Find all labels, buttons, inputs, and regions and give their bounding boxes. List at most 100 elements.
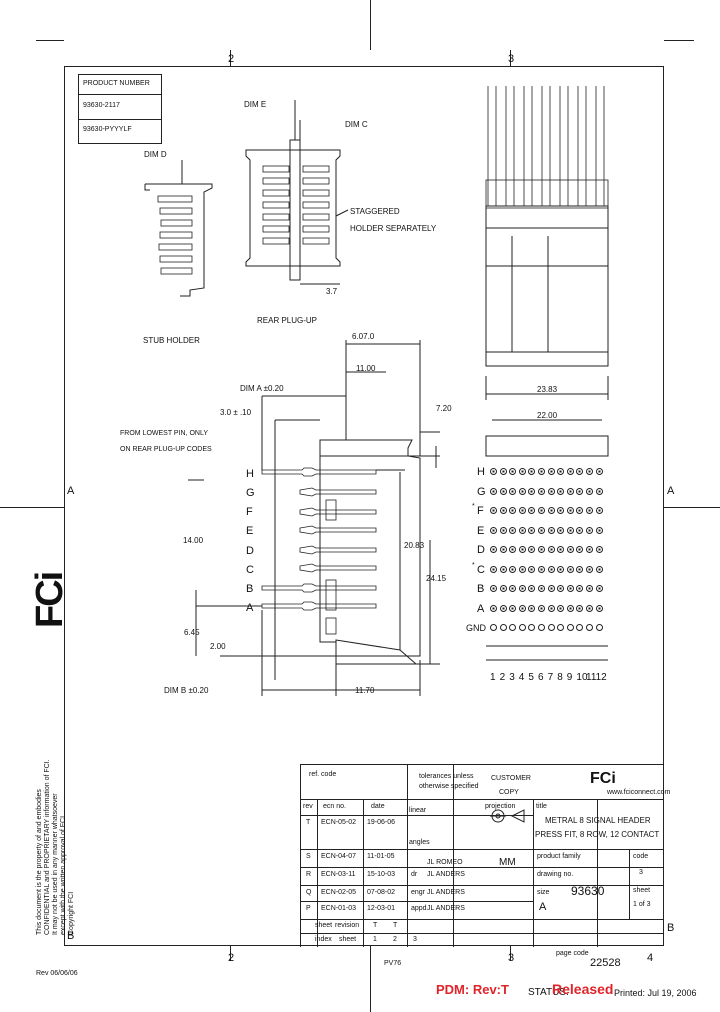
title-line-2: PRESS FIT, 8 ROW, 12 CONTACT	[535, 830, 660, 839]
side-row-letter: H	[246, 468, 254, 480]
side-row-letter: C	[246, 564, 254, 576]
sheet-row-label: sheet	[315, 922, 333, 929]
pin-hole	[557, 604, 565, 612]
date-4: 07-08-02	[367, 889, 396, 896]
pin-hole	[499, 468, 507, 475]
product-number-box: PRODUCT NUMBER 93630-2117 93630-PYYYLF	[78, 74, 162, 144]
copy-label: COPY	[499, 789, 519, 796]
front-row-label: H	[477, 466, 485, 478]
ecn-3: ECN-03-11	[321, 871, 356, 878]
pin-hole	[490, 487, 497, 495]
pin-hole	[509, 585, 517, 592]
pin-hole	[576, 526, 584, 534]
pin-hole	[499, 487, 507, 495]
front-col-label: 6	[538, 672, 544, 683]
pin-hole	[509, 565, 517, 573]
front-col-label: 8	[557, 672, 563, 683]
ecn-5: ECN-01-03	[321, 905, 357, 912]
product-family-label: product family	[537, 853, 581, 860]
sheet-label: sheet	[633, 887, 651, 894]
pin-hole	[490, 565, 497, 573]
frame-bottom-tick-3	[510, 945, 511, 961]
pin-hole	[586, 565, 593, 573]
pin-hole	[566, 546, 574, 553]
frame-top-tick-3	[510, 50, 511, 66]
pin-hole	[595, 546, 603, 553]
front-row-label: G	[477, 485, 486, 498]
pin-hole	[595, 585, 603, 592]
frame-right-mid-rule	[663, 507, 720, 508]
frame-left-mid-rule	[0, 507, 64, 508]
pin-hole	[518, 546, 526, 553]
side-row-letter: B	[246, 583, 254, 595]
size-value: A	[539, 901, 547, 913]
pin-hole	[576, 468, 584, 475]
side-right-b: B	[667, 922, 675, 934]
frame-bottom-tick-1	[230, 945, 231, 961]
pin-hole	[528, 487, 536, 495]
dim-11-label: 11.00	[356, 364, 376, 373]
pin-hole	[538, 487, 545, 495]
page-code-label: page code	[556, 950, 589, 957]
pin-hole	[566, 585, 574, 592]
front-col-label: 10	[576, 672, 588, 683]
idx-3: 3	[413, 936, 417, 943]
pin-hole	[528, 565, 536, 573]
pin-hole	[557, 507, 565, 514]
tolerances-line-1: tolerances unless	[419, 773, 474, 780]
pin-hole	[586, 546, 593, 553]
rev-1: T	[306, 819, 311, 826]
pin-hole	[528, 585, 536, 592]
date-5: 12-03-01	[367, 905, 396, 912]
rev-3: R	[306, 871, 312, 878]
code-row-value: 3	[639, 869, 643, 876]
pin-hole	[538, 468, 545, 475]
frame-top-rule-right	[664, 40, 694, 41]
confidential-line-1: This document is the property of and emb…	[36, 789, 43, 935]
dim-1170-label: 11.70	[355, 686, 375, 695]
side-row-letter: E	[246, 525, 254, 537]
ecn-4: ECN-02-05	[321, 889, 357, 896]
pin-hole	[528, 604, 536, 612]
frame-inner-bottom	[64, 945, 664, 946]
rev-header: rev	[303, 803, 313, 810]
date-2: 11-01-05	[367, 853, 395, 860]
pin-hole	[528, 526, 536, 534]
pin-hole	[499, 585, 507, 592]
frame-bottom-tick-2	[370, 945, 371, 1012]
pin-hole	[576, 546, 584, 553]
fci-small-logo: FCi	[590, 770, 616, 787]
pin-hole	[566, 507, 574, 514]
pin-hole	[499, 546, 507, 553]
side-row-letter: F	[246, 506, 253, 518]
product-number-row2: 93630-PYYYLF	[83, 126, 132, 133]
rev-left: Rev 06/06/06	[36, 970, 78, 977]
pin-hole	[595, 487, 603, 495]
pin-hole	[547, 604, 555, 612]
web-label: www.fciconnect.com	[607, 789, 671, 796]
pin-hole	[509, 526, 517, 534]
front-col-label: 4	[518, 672, 525, 683]
ecn-1: ECN-05-02	[321, 819, 357, 826]
pin-hole	[490, 526, 497, 534]
title-block: ref. code tolerances unless otherwise sp…	[300, 764, 670, 947]
product-number-header: PRODUCT NUMBER	[83, 80, 150, 87]
pin-hole	[538, 546, 545, 553]
tolerances-line-2: otherwise specified	[419, 783, 479, 790]
date-header: date	[371, 803, 385, 810]
pin-hole	[557, 468, 565, 475]
side-row-letter: A	[246, 602, 254, 614]
pin-hole	[566, 624, 574, 631]
confidential-line-2: CONFIDENTIAL and PROPRIETARY information…	[44, 759, 51, 935]
pin-hole	[547, 624, 555, 631]
pin-hole	[557, 565, 565, 573]
sheet2-row-label: sheet	[339, 936, 357, 943]
note-line-1: FROM LOWEST PIN, ONLY	[120, 430, 209, 437]
name-3: JL ANDERS	[427, 889, 465, 896]
status-value: Released	[552, 981, 614, 997]
note-line-2: ON REAR PLUG-UP CODES	[120, 446, 212, 453]
frame-inner-right	[663, 66, 664, 946]
pin-hole	[576, 565, 584, 573]
dim-2383-label: 23.83	[537, 385, 558, 394]
front-col-label: 3	[509, 672, 515, 683]
